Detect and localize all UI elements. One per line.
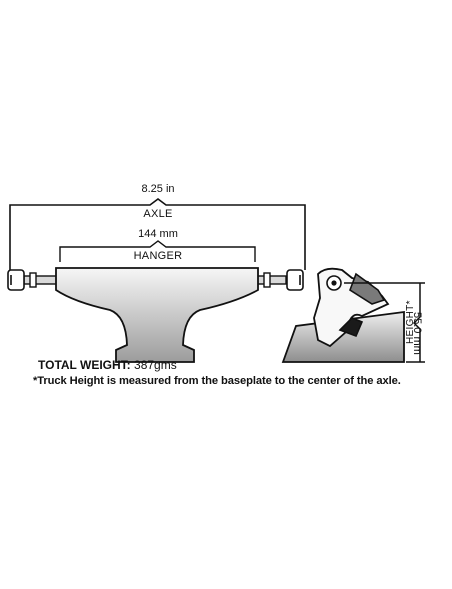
height-label: HEIGHT* (405, 300, 416, 344)
hanger-label: HANGER (133, 250, 183, 262)
total-weight-value: 387gms (134, 358, 177, 372)
hanger-width-value: 144 mm (138, 228, 178, 240)
axle-nut-left-icon (7, 269, 25, 291)
kingpin-icon (338, 272, 386, 338)
baseplate-side-view (281, 310, 405, 363)
hanger-front-view (55, 267, 259, 363)
axle-width-value: 8.25 in (141, 183, 175, 195)
total-weight: TOTAL WEIGHT: 387gms (38, 358, 177, 372)
axle-nut-right-icon (286, 269, 304, 291)
axle-center-marker-icon (326, 275, 342, 291)
hanger-dimension (59, 240, 256, 262)
axle-label: AXLE (143, 208, 173, 220)
height-dimension (344, 282, 425, 363)
axle-dimension (9, 198, 306, 270)
total-weight-label: TOTAL WEIGHT: (38, 358, 131, 372)
height-footnote: *Truck Height is measured from the basep… (33, 375, 401, 387)
